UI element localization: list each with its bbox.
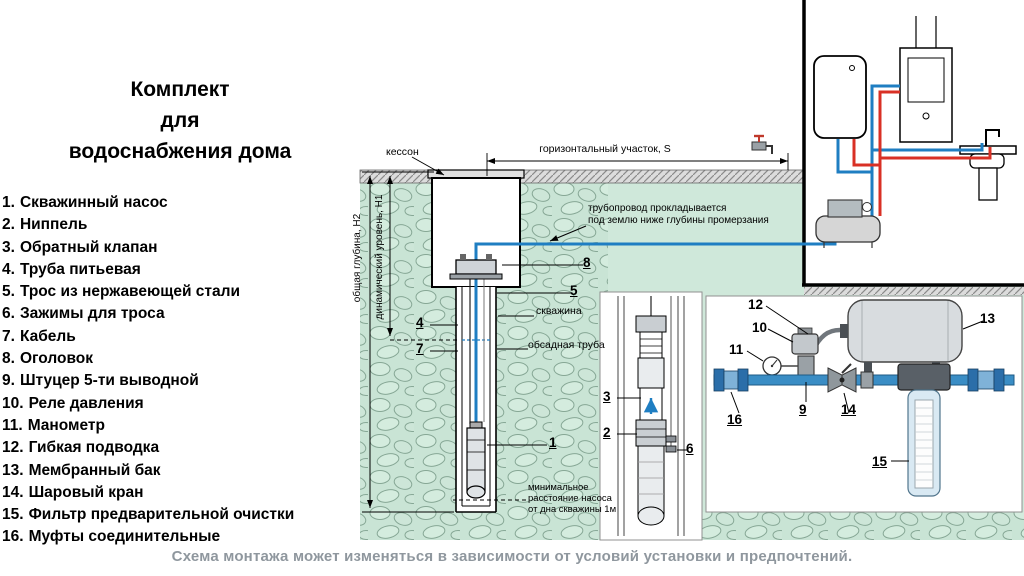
pressure-gauge [762,356,782,376]
callout-15: 15 [872,454,888,469]
label-borehole: скважина [536,305,582,317]
label-min-distance: минимальное расстояние насоса от дна скв… [528,482,617,516]
parts-list-item: 15.Фильтр предварительной очистки [2,506,295,524]
parts-list-item: 12.Гибкая подводка [2,439,160,457]
coupling-left [713,368,749,392]
coupling-right [967,368,1005,392]
callout-11: 11 [729,342,744,357]
gas-boiler [899,16,953,143]
ball-valve [827,363,857,393]
callout-5: 5 [570,283,578,298]
callout-6: 6 [686,441,694,456]
parts-list-item: 7.Кабель [2,327,76,345]
callout-7: 7 [416,341,424,356]
inset-surface-kit [705,295,1023,513]
parts-list-item: 10.Реле давления [2,394,144,412]
title-line-3: водоснабжения дома [68,140,292,163]
membrane-tank [840,299,963,374]
label-kesson: кессон [386,146,419,158]
callout-4: 4 [416,315,424,330]
callout-16: 16 [727,412,743,427]
inset2-leaders [730,305,984,462]
title-line-2: для [160,109,200,132]
cable-clamp [665,445,677,453]
pump-cable [469,274,485,424]
callout-leaders [411,156,587,501]
parts-list-item: 11.Манометр [2,416,105,434]
nipple [635,419,667,447]
parts-list-item: 6.Зажимы для троса [2,305,165,323]
outdoor-tap-icon [751,134,773,154]
parts-list-item: 1.Скважинный насос [2,194,168,211]
parts-list-item: 8.Оголовок [2,350,93,368]
callout-12: 12 [748,297,764,312]
label-casing-pipe: обсадная труба [528,339,605,351]
label-pipeline-note: трубопровод прокладывается под землю ниж… [588,203,769,226]
submersible-pump [466,421,486,499]
label-total-depth-h2: общая глубина, Н2 [352,213,363,303]
callout-8: 8 [583,255,591,270]
label-dynamic-level-h1: динамический уровень, Н1 [374,194,385,320]
hot-water-pipes [852,90,992,216]
title-line-1: Комплект [130,78,230,101]
parts-list-item: 9.Штуцер 5-ти выводной [2,372,199,390]
callout-1: 1 [549,435,557,450]
union-fitting [860,371,874,389]
callout-3: 3 [603,389,611,404]
dimension-total-depth-h2 [362,171,454,513]
dimension-horizontal-s [486,153,789,176]
parts-list-item: 13.Мембранный бак [2,461,161,479]
label-horizontal-section: горизонтальный участок, S [539,143,671,155]
pressure-relay [791,327,819,355]
pre-filter [897,363,951,497]
wellhead [449,254,503,280]
callout-13: 13 [980,311,996,326]
parts-list-item: 14.Шаровый кран [2,483,144,501]
cable-clamp [665,435,677,443]
parts-list-item: 3.Обратный клапан [2,238,158,256]
faucet-icon [985,129,1000,146]
dimension-dynamic-level-h1 [387,176,460,341]
parts-list-item: 2.Ниппель [2,216,88,234]
parts-list-item: 5.Трос из нержавеющей стали [2,283,240,301]
callout-9: 9 [799,402,807,417]
parts-list-item: 16.Муфты соединительные [2,528,221,546]
inset-pump-detail [599,291,703,541]
parts-list: 1.Скважинный насос 2.Ниппель 3.Обратный … [2,192,358,549]
page-title: Комплект для водоснабжения дома [28,74,332,167]
parts-list-item: 4.Труба питьевая [2,260,141,278]
callout-2: 2 [603,425,611,440]
pumping-station [815,199,881,248]
footer-note: Схема монтажа может изменяться в зависим… [171,548,853,565]
water-heater-tank [813,55,867,139]
callout-10: 10 [752,320,768,335]
callout-14: 14 [841,402,857,417]
